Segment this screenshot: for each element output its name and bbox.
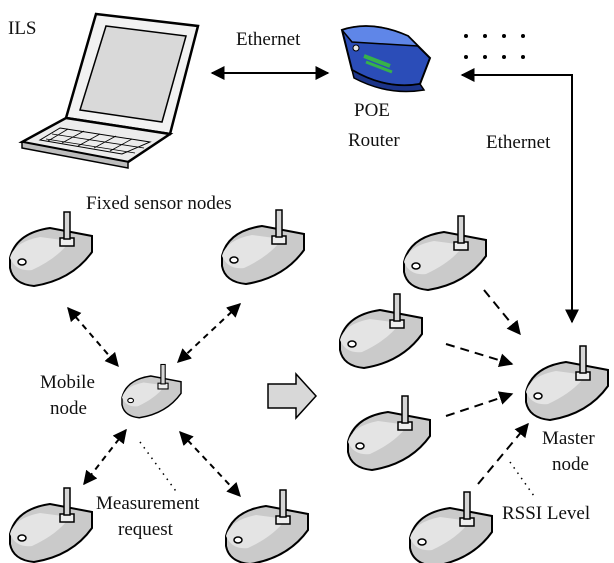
fixed-sensor-nodes-label: Fixed sensor nodes (86, 193, 232, 214)
master-node-icon (525, 345, 609, 421)
sensor-node-icon (403, 215, 487, 291)
master-label-line2: node (552, 454, 589, 475)
sensor-node-icon (339, 293, 423, 369)
router-icon (340, 25, 432, 93)
right-arrow-icon (267, 372, 318, 420)
master-label-line1: Master (542, 428, 595, 449)
laptop-icon (18, 12, 200, 169)
mobile-node-links (67, 303, 242, 498)
measurement-pointer (139, 441, 179, 495)
router-label-line2: Router (348, 130, 400, 151)
sensor-node-icon (409, 491, 493, 563)
ethernet-top-label: Ethernet (236, 29, 301, 50)
rssi-report-arrows (445, 289, 529, 485)
router-label-line1: POE (354, 100, 390, 121)
ellipsis-dots (464, 34, 525, 59)
ethernet-right-label: Ethernet (486, 132, 551, 153)
mobile-label-line2: node (50, 398, 87, 419)
ethernet-uplink-arrow (460, 68, 579, 324)
rssi-level-label: RSSI Level (502, 503, 590, 524)
sensor-node-icon (9, 211, 93, 287)
sensor-node-icon (9, 487, 93, 563)
sensor-node-icon (225, 489, 309, 563)
sensor-node-icon (221, 209, 305, 285)
mobile-label-line1: Mobile (40, 372, 95, 393)
ils-label: ILS (8, 18, 37, 39)
rssi-pointer (509, 461, 535, 497)
measurement-label-line2: request (118, 519, 174, 540)
measurement-label-line1: Measurement (96, 493, 200, 514)
sensor-node-icon (347, 395, 431, 471)
mobile-node-icon (121, 363, 182, 419)
